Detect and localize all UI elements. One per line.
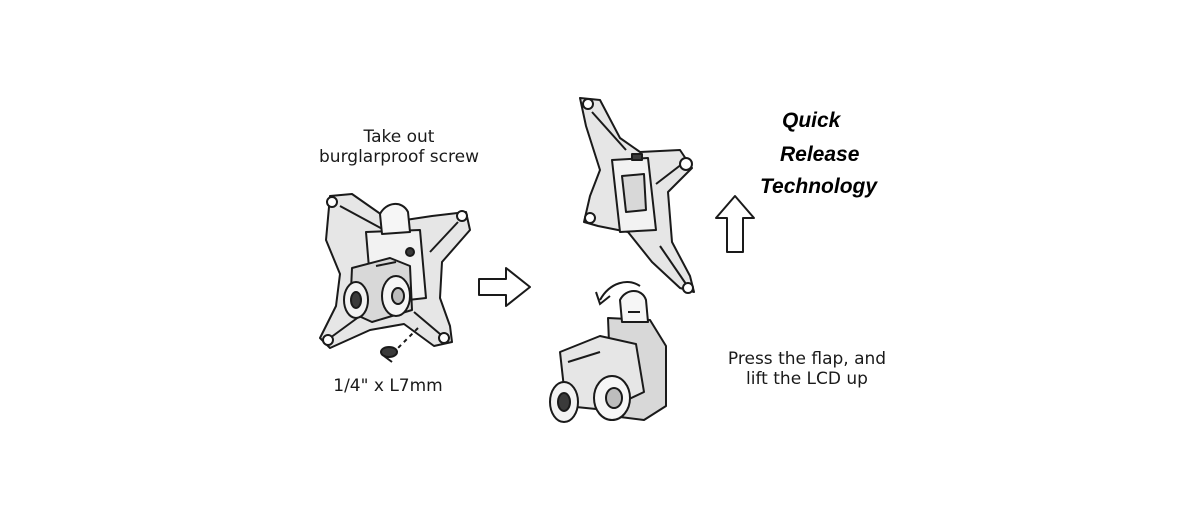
right-arrow-icon — [478, 267, 531, 307]
assembled-mount-plate — [319, 193, 471, 349]
release-instruction-line-1: Press the flap, and — [727, 349, 887, 369]
brand-line-technology: Technology — [760, 175, 878, 198]
screw-spec-label: 1/4" x L7mm — [333, 376, 443, 396]
brand-line-release: Release — [780, 143, 860, 166]
hinge-bracket — [549, 290, 667, 423]
remove-screw-line-2: burglarproof screw — [319, 147, 479, 167]
remove-screw-line-1: Take out — [363, 127, 435, 147]
released-mount-plate — [579, 97, 695, 294]
up-arrow-icon — [715, 195, 755, 253]
remove-screw-label: Take out burglarproof screw — [304, 127, 494, 167]
brand-line-quick: Quick — [782, 109, 841, 132]
rotate-arrow-icon — [595, 281, 641, 306]
release-instruction-label: Press the flap, and lift the LCD up — [712, 349, 902, 389]
screw-icon — [380, 327, 419, 363]
release-instruction-line-2: lift the LCD up — [746, 369, 868, 389]
